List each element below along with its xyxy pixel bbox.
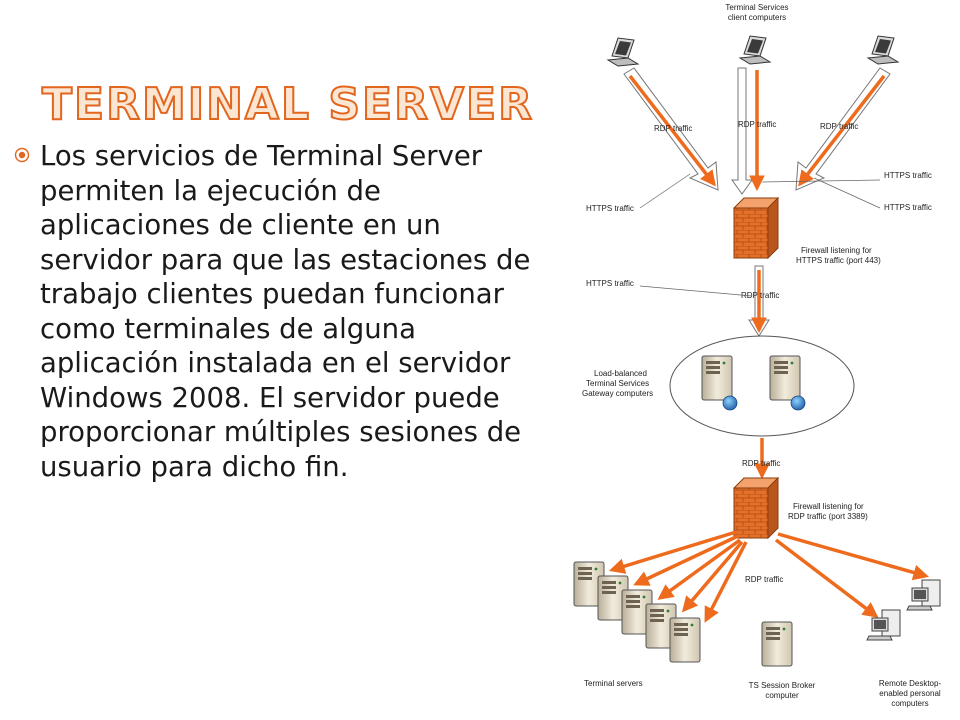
- rdp-arrow-ts3: [657, 538, 742, 600]
- client-laptop-icon: [739, 35, 771, 65]
- clients-label-line1: Terminal Services: [725, 3, 788, 12]
- rdp-arrow-left: [628, 74, 716, 187]
- rdp-arrow-right: [798, 74, 886, 187]
- callout-line: [813, 177, 881, 209]
- gateway-label-line3: Gateway computers: [582, 389, 653, 398]
- rdp-traffic-label: RDP traffic: [820, 122, 858, 131]
- https-traffic-label: HTTPS traffic: [884, 171, 932, 180]
- rdp-traffic-label: RDP traffic: [738, 120, 776, 129]
- rdp-arrow-pc2: [774, 538, 879, 618]
- firewall-https-icon: [733, 197, 779, 259]
- terminal-services-diagram: Terminal Services client computers RDP t…: [573, 3, 942, 708]
- gateway-label-line2: Terminal Services: [586, 379, 649, 388]
- globe-icon: [790, 395, 806, 411]
- firewall2-label-line2: RDP traffic (port 3389): [788, 512, 868, 521]
- rdp-arrow-ts2: [633, 534, 739, 586]
- gateway-group-ellipse: [669, 335, 855, 437]
- clients-label-line2: client computers: [728, 13, 786, 22]
- firewall1-label-line2: HTTPS traffic (port 443): [796, 256, 881, 265]
- gateway-server-icon: [769, 355, 801, 401]
- firewall2-label-line1: Firewall listening for: [793, 502, 864, 511]
- rdp-traffic-label: RDP traffic: [745, 575, 783, 584]
- https-traffic-label: HTTPS traffic: [586, 279, 634, 288]
- remote-desktop-label-line2: enabled personal: [879, 689, 941, 698]
- circled-bullet-icon: [14, 147, 30, 163]
- firewall1-label-line1: Firewall listening for: [801, 246, 872, 255]
- rdp-traffic-label: RDP traffic: [654, 124, 692, 133]
- gateway-label-line1: Load-balanced: [594, 369, 647, 378]
- personal-computer-icon: [906, 579, 941, 611]
- rdp-arrow-ts4: [681, 540, 744, 613]
- terminal-server-icon: [669, 617, 701, 663]
- session-broker-icon: [761, 621, 793, 667]
- terminal-servers-label: Terminal servers: [584, 679, 643, 688]
- callout-line: [639, 285, 753, 297]
- globe-icon: [722, 395, 738, 411]
- https-arrow-center: [731, 67, 753, 195]
- bullet-text: Los servicios de Terminal Server permite…: [40, 140, 531, 483]
- gateway-server-icon: [701, 355, 733, 401]
- client-laptop-icon: [867, 35, 899, 65]
- rdp-traffic-label: RDP traffic: [741, 291, 779, 300]
- slide-title: TERMINAL SERVER: [41, 79, 534, 131]
- https-traffic-label: HTTPS traffic: [586, 204, 634, 213]
- rdp-traffic-label: RDP traffic: [742, 459, 780, 468]
- firewall-rdp-icon: [733, 477, 779, 539]
- callout-line: [639, 173, 691, 209]
- remote-desktop-label-line1: Remote Desktop-: [879, 679, 942, 688]
- rdp-arrow-pc1: [777, 532, 930, 581]
- client-laptop-icon: [607, 37, 639, 67]
- session-broker-label-line1: TS Session Broker: [749, 681, 816, 690]
- https-traffic-label: HTTPS traffic: [884, 203, 932, 212]
- remote-desktop-label-line3: computers: [891, 699, 928, 708]
- rdp-arrow-ts5: [704, 541, 748, 623]
- session-broker-label-line2: computer: [765, 691, 799, 700]
- rdp-arrow-ts1: [608, 530, 737, 574]
